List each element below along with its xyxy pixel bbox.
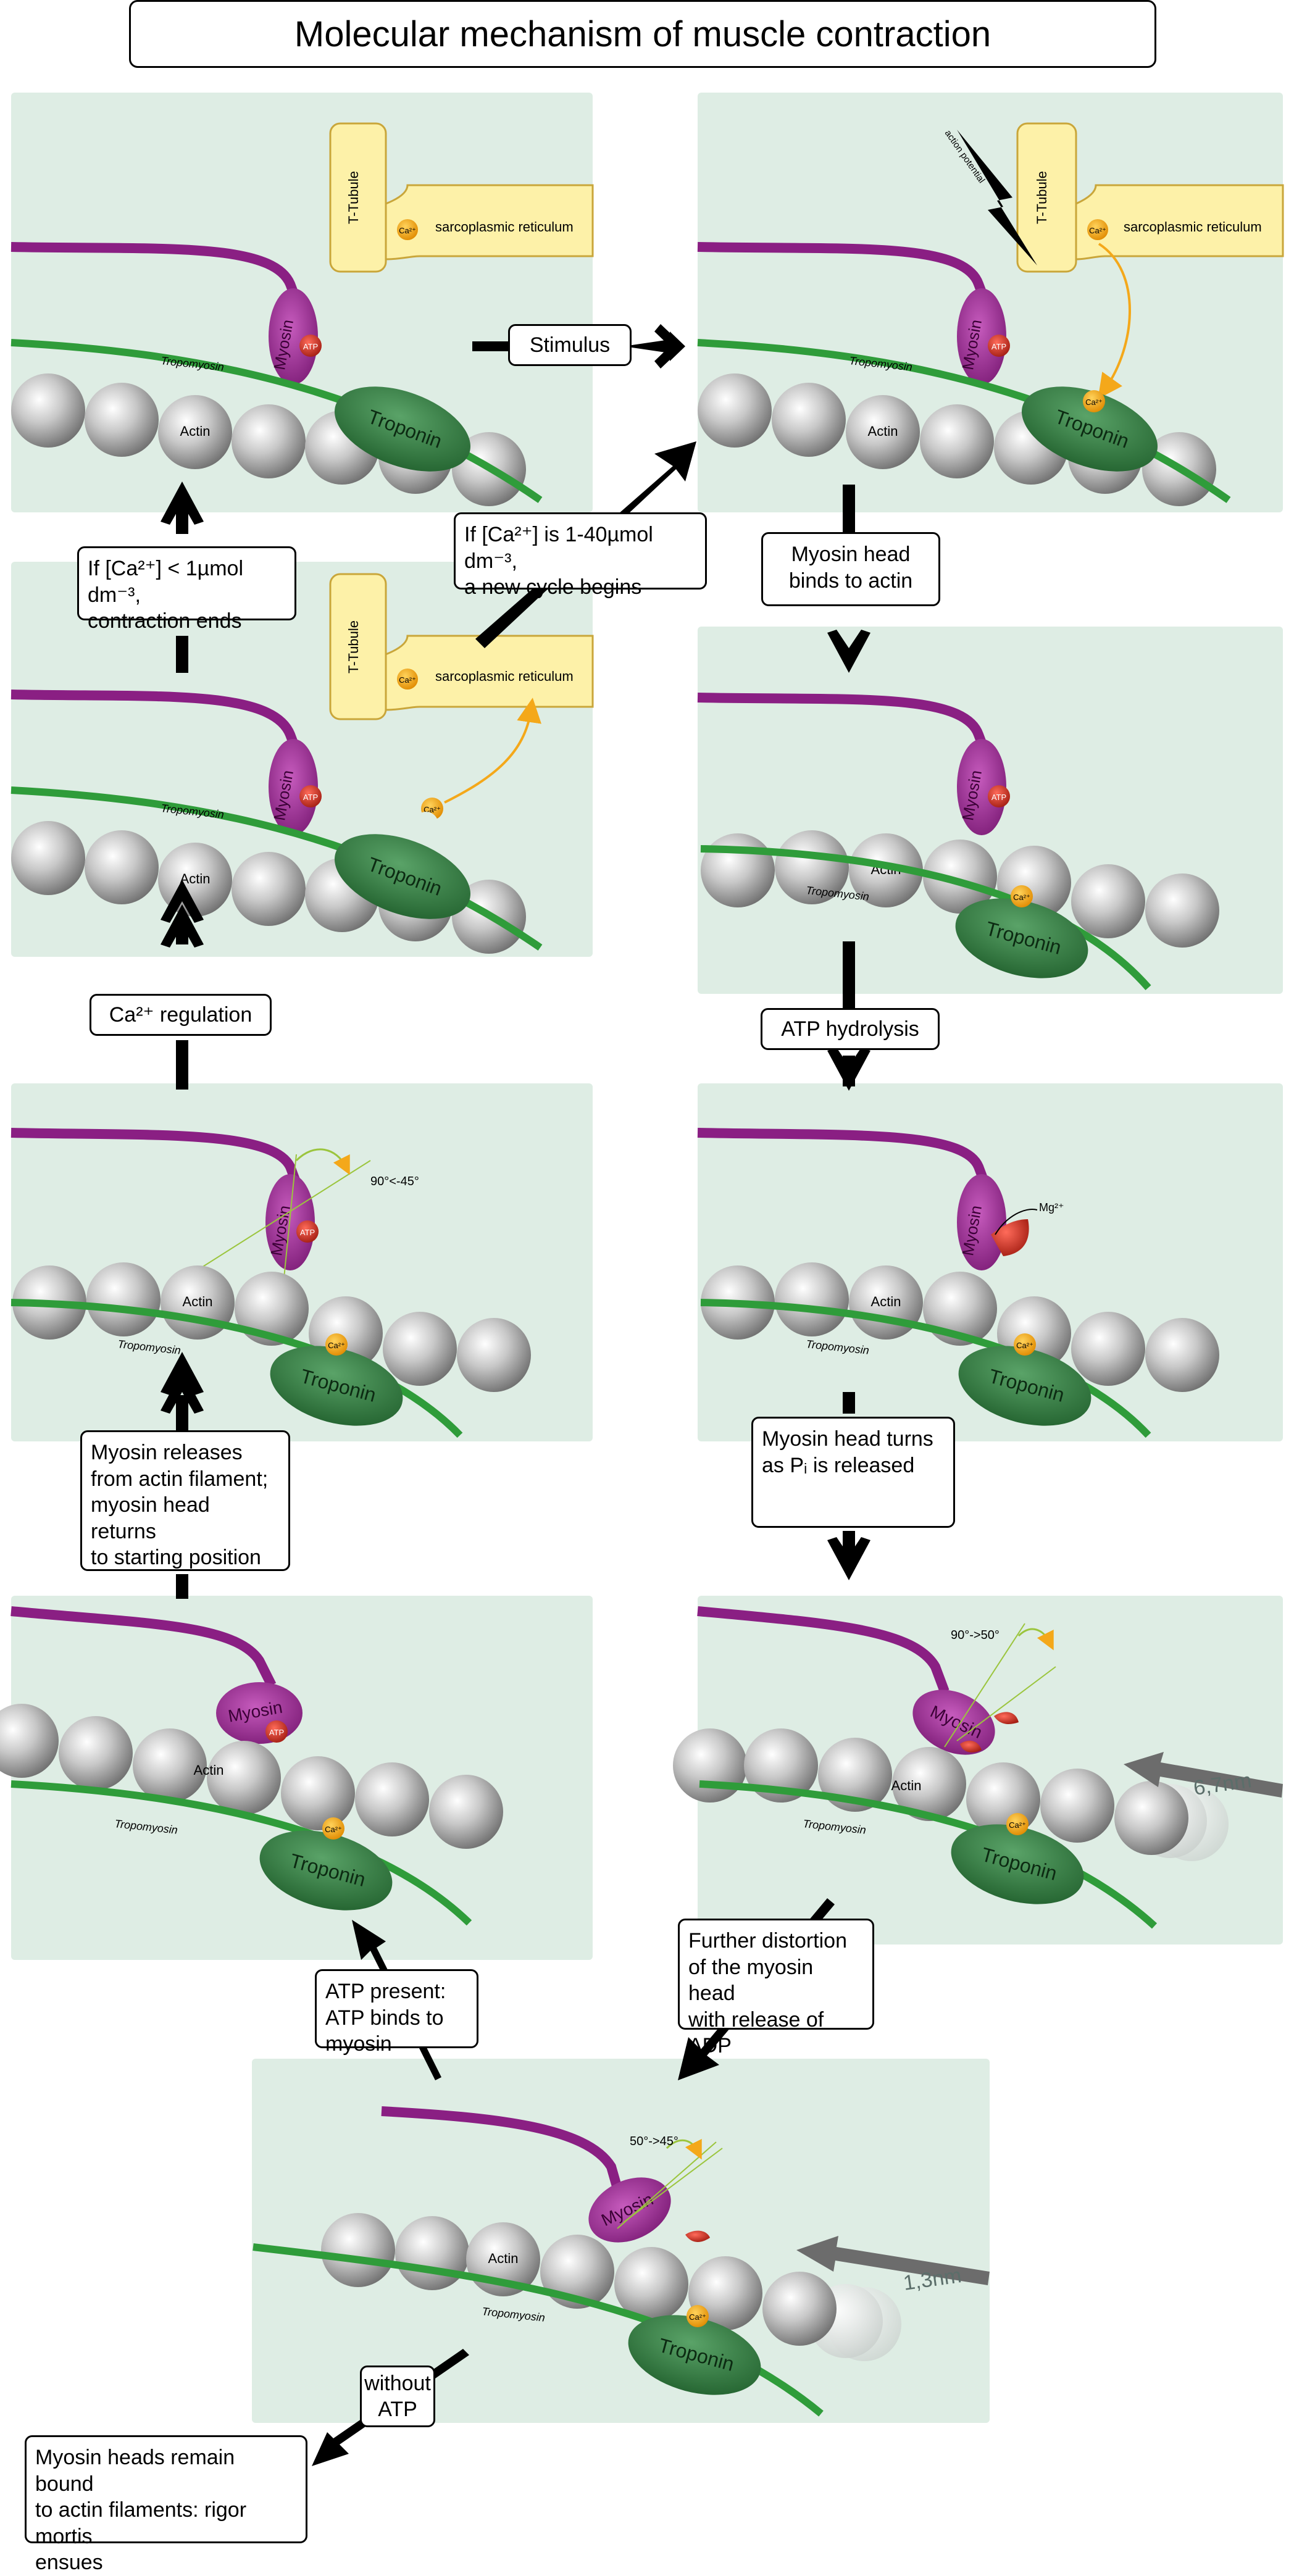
svg-text:ATP: ATP xyxy=(991,793,1006,802)
svg-text:Actin: Actin xyxy=(183,1294,213,1309)
step-myosin-releases: Myosin releases from actin filament; myo… xyxy=(80,1430,290,1571)
scene-atp-bound: Myosin ATP Actin Tropomyosin Troponin Ca… xyxy=(0,1606,503,1926)
adp-fragment xyxy=(685,2230,710,2242)
scene-release: Myosin ATP 90°<-45° Actin Tropomyosin Tr… xyxy=(10,1128,531,1438)
troponin xyxy=(335,386,470,472)
sr-label: sarcoplasmic reticulum xyxy=(1124,219,1262,235)
sr-label: sarcoplasmic reticulum xyxy=(435,219,574,235)
step-atp-present: ATP present: ATP binds to myosin xyxy=(315,1969,478,2056)
svg-text:ATP: ATP xyxy=(300,1228,315,1237)
svg-text:Actin: Actin xyxy=(180,871,211,886)
step-myosin-turns: Myosin head turns as Pᵢ is released xyxy=(751,1417,955,1528)
myosin-tail xyxy=(10,242,304,311)
slide-arrow-6-7nm xyxy=(1124,1752,1283,1798)
svg-text:Ca²⁺: Ca²⁺ xyxy=(1089,226,1106,235)
step-ca-regulation: Ca²⁺ regulation xyxy=(90,994,272,1036)
atp-label: ATP xyxy=(303,342,318,351)
calcium-release-arrow xyxy=(1098,243,1131,399)
svg-text:Ca²⁺: Ca²⁺ xyxy=(1085,398,1103,407)
svg-text:90°->50°: 90°->50° xyxy=(951,1628,1000,1642)
step-without-atp: without ATP xyxy=(360,2366,435,2427)
myosin-head xyxy=(269,288,318,385)
arrow-stimulus-stem xyxy=(472,341,512,351)
calcium-reuptake-arrow xyxy=(444,698,541,804)
svg-text:Actin: Actin xyxy=(868,423,898,439)
svg-text:Ca²⁺: Ca²⁺ xyxy=(328,1341,345,1350)
t-tubule-label: T-Tubule xyxy=(1034,171,1050,224)
step-rigor-mortis: Myosin heads remain bound to actin filam… xyxy=(25,2435,307,2574)
scene-hydrolysis: Myosin Mg²⁺ Actin Tropomyosin Troponin C… xyxy=(697,1128,1219,1438)
svg-text:Ca²⁺: Ca²⁺ xyxy=(689,2312,706,2322)
svg-text:Ca²⁺: Ca²⁺ xyxy=(1013,893,1030,902)
step-stimulus: Stimulus xyxy=(508,324,632,366)
svg-text:Actin: Actin xyxy=(891,1778,922,1793)
mg-label: Mg²⁺ xyxy=(1039,1201,1064,1214)
scene-resting: T-Tubule sarcoplasmic reticulum Ca²⁺ Myo… xyxy=(10,122,594,506)
scene-binding: Myosin ATP Actin Tropomyosin Troponin Ca… xyxy=(697,693,1219,990)
step-binds-actin: Myosin head binds to actin xyxy=(761,532,940,606)
scene-power-stroke: Myosin 90°->50° Actin Tropomyosin Tropon… xyxy=(673,1606,1283,1929)
svg-text:Ca²⁺: Ca²⁺ xyxy=(325,1825,342,1834)
svg-text:Actin: Actin xyxy=(871,1294,901,1309)
svg-text:Ca²⁺: Ca²⁺ xyxy=(1016,1341,1033,1350)
step-contraction-ends: If [Ca²⁺] < 1µmol dm⁻³, contraction ends xyxy=(77,546,296,633)
scene-calcium-reuptake: T-Tubule sarcoplasmic reticulum Ca²⁺ Ca²… xyxy=(10,573,594,954)
svg-text:50°->45°: 50°->45° xyxy=(630,2135,678,2148)
svg-text:Ca²⁺: Ca²⁺ xyxy=(399,675,416,685)
sarcoplasmic-reticulum: sarcoplasmic reticulum Ca²⁺ xyxy=(385,184,594,261)
t-tubule-label: T-Tubule xyxy=(346,171,361,224)
svg-text:Ca²⁺: Ca²⁺ xyxy=(1009,1820,1026,1830)
svg-text:Actin: Actin xyxy=(194,1762,224,1778)
svg-text:Actin: Actin xyxy=(488,2251,519,2266)
angle-label: 90°<-45° xyxy=(370,1175,419,1188)
slide-arrow-1-3nm xyxy=(796,2236,990,2285)
scene-stimulus: T-Tubule sarcoplasmic reticulum Ca²⁺ act… xyxy=(697,122,1284,506)
page-title: Molecular mechanism of muscle contractio… xyxy=(129,0,1156,68)
t-tubule: T-Tubule xyxy=(329,122,387,273)
step-further-distortion: Further distortion of the myosin head wi… xyxy=(678,1919,874,2057)
ca-ion: Ca²⁺ xyxy=(399,226,416,235)
step-atp-hydrolysis: ATP hydrolysis xyxy=(761,1008,940,1050)
svg-text:ATP: ATP xyxy=(303,793,318,802)
svg-text:T-Tubule: T-Tubule xyxy=(346,620,361,673)
actin-label: Actin xyxy=(180,423,211,439)
svg-text:ATP: ATP xyxy=(269,1728,284,1737)
svg-text:sarcoplasmic reticulum: sarcoplasmic reticulum xyxy=(435,669,574,684)
scene-adp-release: Myosin 50°->45° Actin Tropomyosin Tropon… xyxy=(253,2106,990,2417)
svg-text:ATP: ATP xyxy=(991,342,1006,351)
step-new-cycle: If [Ca²⁺] is 1-40µmol dm⁻³, a new cycle … xyxy=(454,512,707,599)
